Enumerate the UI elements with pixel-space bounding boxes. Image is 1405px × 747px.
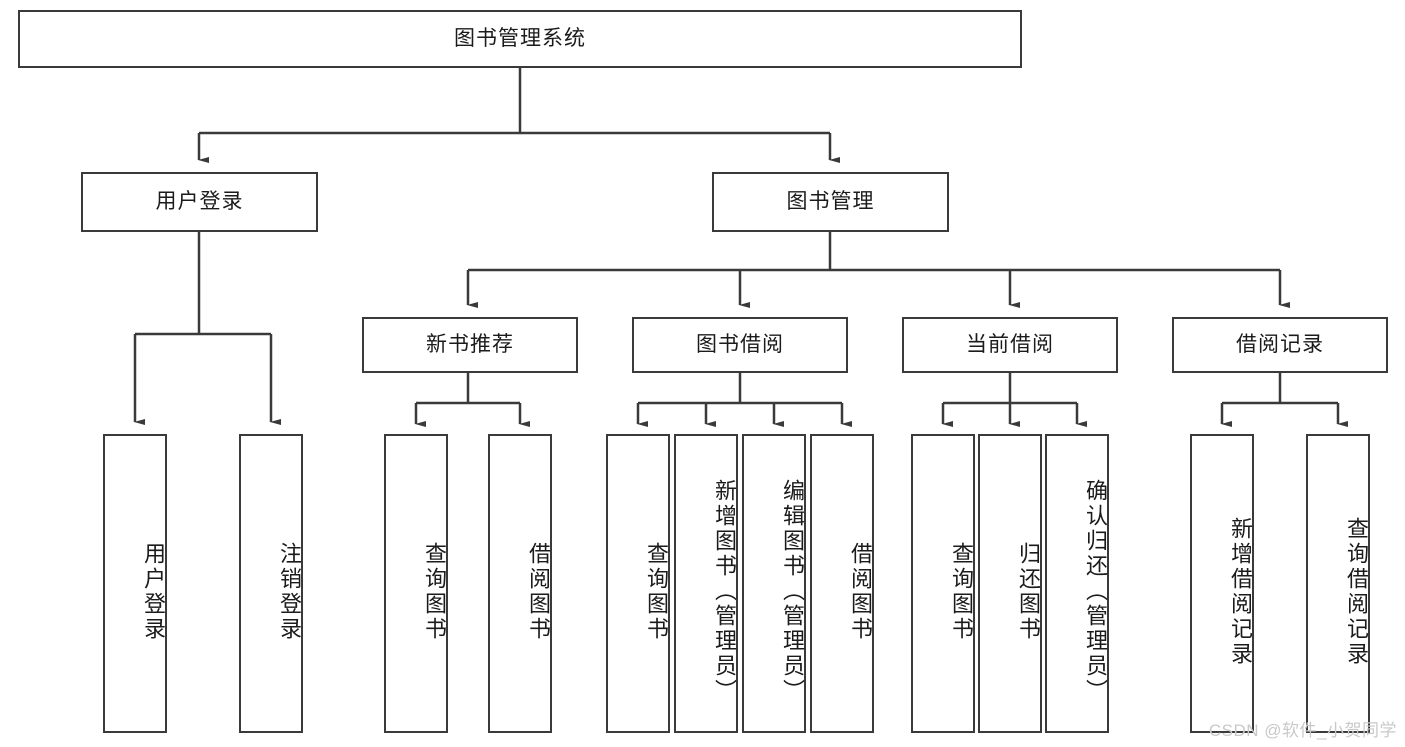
leaf-query-borrow-record[interactable]: 查询借阅记录 bbox=[1306, 434, 1370, 733]
leaf-user-logout-label: 注销登录 bbox=[277, 541, 302, 642]
leaf-query-book-1[interactable]: 查询图书 bbox=[384, 434, 448, 733]
leaf-edit-book-label: 编辑图书（管理员） bbox=[780, 479, 805, 704]
node-borrow-records[interactable]: 借阅记录 bbox=[1172, 317, 1388, 373]
leaf-borrow-book-2-label: 借阅图书 bbox=[848, 541, 873, 642]
node-root-label: 图书管理系统 bbox=[454, 26, 586, 50]
leaf-add-borrow-record[interactable]: 新增借阅记录 bbox=[1190, 434, 1254, 733]
leaf-borrow-book-2[interactable]: 借阅图书 bbox=[810, 434, 874, 733]
node-new-book-recommend-label: 新书推荐 bbox=[426, 332, 514, 356]
leaf-query-borrow-record-label: 查询借阅记录 bbox=[1344, 516, 1369, 667]
leaf-query-book-3-label: 查询图书 bbox=[949, 541, 974, 642]
leaf-user-login-label: 用户登录 bbox=[141, 541, 166, 642]
leaf-confirm-return-label: 确认归还（管理员） bbox=[1083, 479, 1108, 704]
node-book-borrow[interactable]: 图书借阅 bbox=[632, 317, 848, 373]
node-book-management-label: 图书管理 bbox=[786, 189, 875, 213]
leaf-add-book-label: 新增图书（管理员） bbox=[712, 479, 737, 704]
leaf-confirm-return[interactable]: 确认归还（管理员） bbox=[1045, 434, 1109, 733]
leaf-query-book-3[interactable]: 查询图书 bbox=[911, 434, 975, 733]
leaf-query-book-1-label: 查询图书 bbox=[422, 541, 447, 642]
node-borrow-records-label: 借阅记录 bbox=[1236, 332, 1324, 356]
csdn-watermark: CSDN @软件_小贺同学 bbox=[1208, 721, 1397, 740]
leaf-add-borrow-record-label: 新增借阅记录 bbox=[1228, 516, 1253, 667]
node-current-borrow[interactable]: 当前借阅 bbox=[902, 317, 1118, 373]
leaf-user-login[interactable]: 用户登录 bbox=[103, 434, 167, 733]
leaf-return-book-label: 归还图书 bbox=[1016, 541, 1041, 642]
node-book-management[interactable]: 图书管理 bbox=[712, 172, 949, 232]
leaf-user-logout[interactable]: 注销登录 bbox=[239, 434, 303, 733]
node-current-borrow-label: 当前借阅 bbox=[966, 332, 1054, 356]
leaf-edit-book[interactable]: 编辑图书（管理员） bbox=[742, 434, 806, 733]
leaf-return-book[interactable]: 归还图书 bbox=[978, 434, 1042, 733]
leaf-borrow-book-1-label: 借阅图书 bbox=[526, 541, 551, 642]
leaf-borrow-book-1[interactable]: 借阅图书 bbox=[488, 434, 552, 733]
node-book-borrow-label: 图书借阅 bbox=[696, 332, 784, 356]
leaf-query-book-2-label: 查询图书 bbox=[644, 541, 669, 642]
node-user-login[interactable]: 用户登录 bbox=[81, 172, 318, 232]
node-root[interactable]: 图书管理系统 bbox=[18, 10, 1022, 68]
leaf-query-book-2[interactable]: 查询图书 bbox=[606, 434, 670, 733]
leaf-add-book[interactable]: 新增图书（管理员） bbox=[674, 434, 738, 733]
node-new-book-recommend[interactable]: 新书推荐 bbox=[362, 317, 578, 373]
node-user-login-label: 用户登录 bbox=[155, 189, 244, 213]
